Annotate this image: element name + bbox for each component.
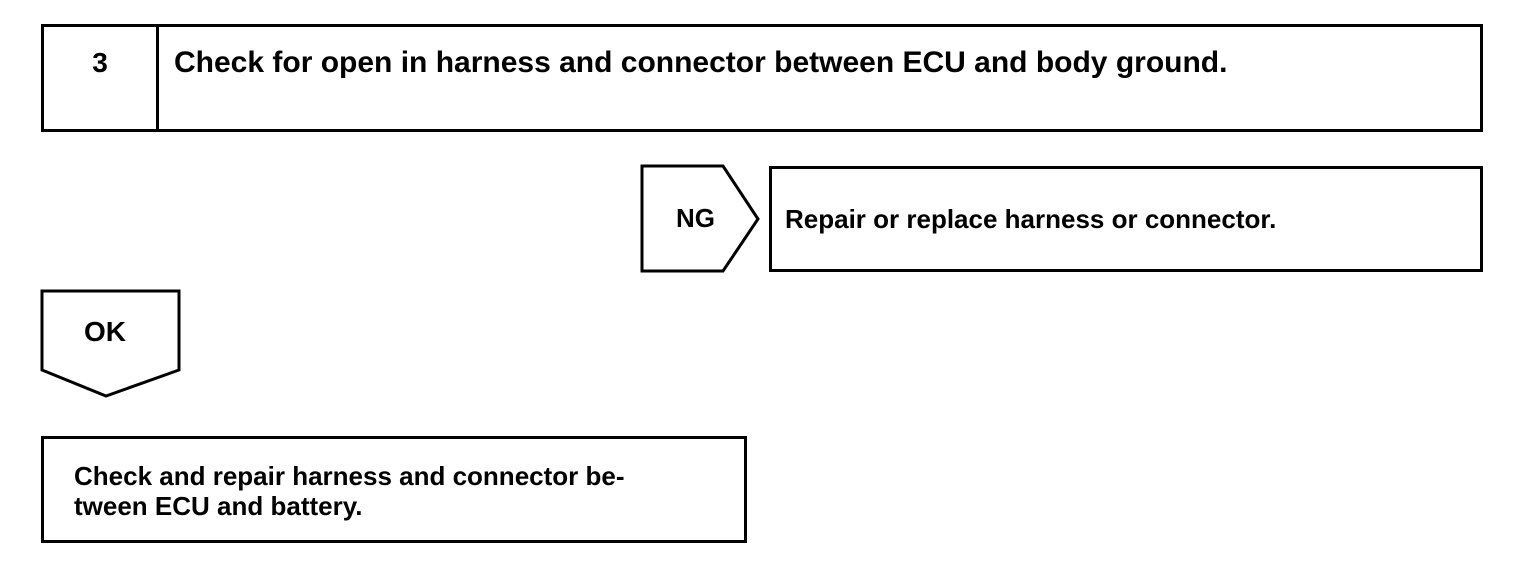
ok-label: OK xyxy=(84,316,126,347)
ng-action-text: Repair or replace harness or connector. xyxy=(785,204,1277,234)
ng-arrow-shape xyxy=(640,164,760,273)
ok-arrow-shape xyxy=(40,289,181,398)
ok-action-box: Check and repair harness and connector b… xyxy=(41,436,747,543)
ng-action-box: Repair or replace harness or connector. xyxy=(769,166,1483,272)
step-number-cell: 3 xyxy=(44,27,159,129)
step-box: 3 Check for open in harness and connecto… xyxy=(41,24,1483,132)
step-title: Check for open in harness and connector … xyxy=(174,46,1228,79)
ok-action-text: Check and repair harness and connector b… xyxy=(74,461,625,521)
ng-label: NG xyxy=(676,203,715,233)
step-number: 3 xyxy=(92,47,108,78)
